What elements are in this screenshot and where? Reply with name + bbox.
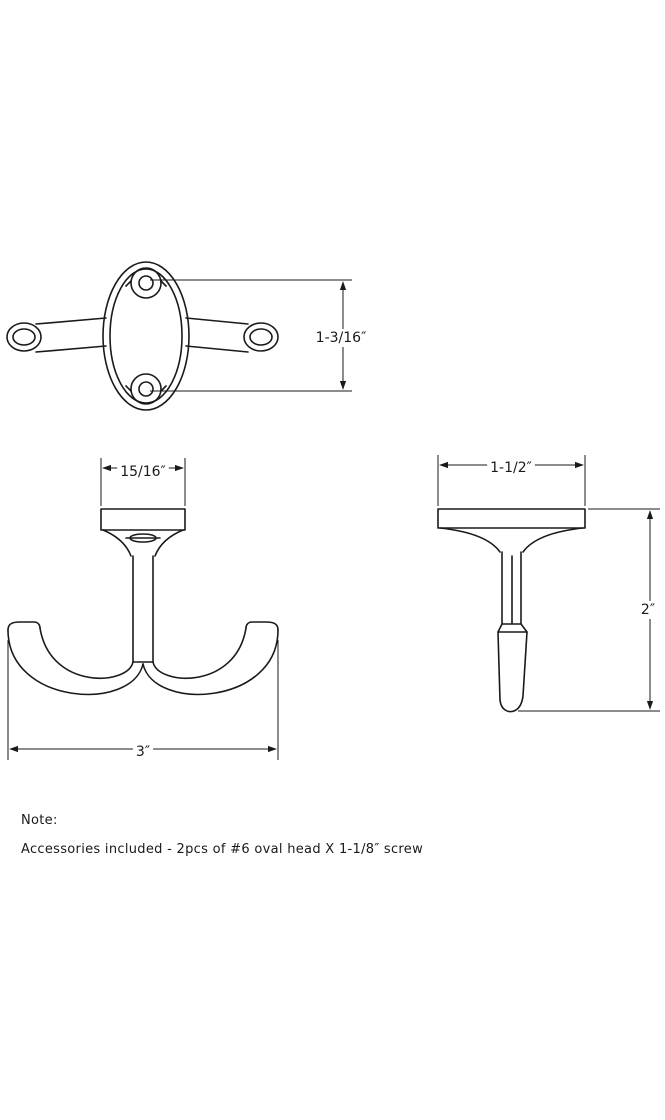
dim-overall-width: 3″	[136, 744, 150, 760]
note-title: Note:	[21, 813, 58, 828]
dim-base-width: 15/16″	[120, 464, 166, 480]
dim-side-height: 2″	[641, 602, 655, 618]
base-plate-outer	[102, 261, 190, 411]
left-arm-end	[6, 322, 42, 352]
front-view: 15/16″ 3″	[7, 458, 279, 761]
top-view: 1-3/16″	[6, 261, 370, 411]
screw-hole-bottom	[125, 373, 167, 405]
base-plate-inner	[109, 268, 183, 404]
side-view: 1-1/2″ 2″	[437, 455, 660, 713]
dim-top-height: 1-3/16″	[316, 330, 367, 346]
note-body: Accessories included - 2pcs of #6 oval h…	[21, 842, 424, 857]
right-arm-end	[243, 322, 279, 352]
screw-hole-top	[125, 267, 167, 299]
dim-side-depth: 1-1/2″	[490, 460, 532, 476]
